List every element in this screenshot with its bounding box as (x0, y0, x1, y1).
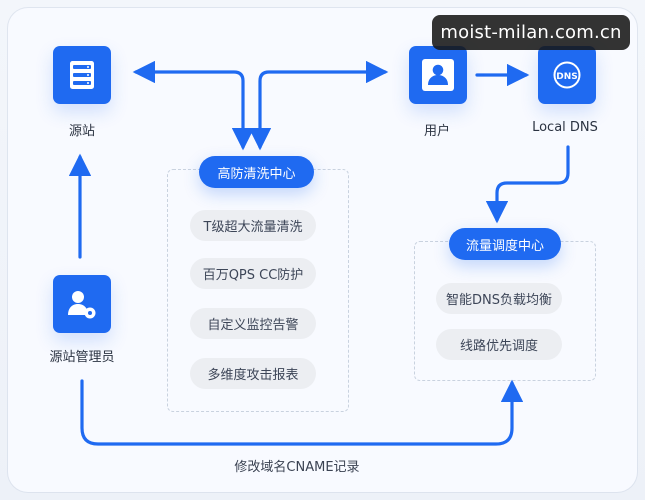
admin-icon (68, 291, 96, 319)
admin-label: 源站管理员 (49, 350, 115, 365)
protection-feature-1: T级超大流量清洗 (190, 210, 316, 241)
origin-node[interactable] (53, 46, 111, 104)
protection-feature-4: 多维度攻击报表 (190, 358, 316, 389)
cname-record-label: 修改域名CNAME记录 (234, 460, 360, 475)
protection-feature-2: 百万QPS CC防护 (190, 258, 316, 289)
protection-feature-3: 自定义监控告警 (190, 308, 316, 339)
dns-icon: DNS (553, 61, 581, 89)
scheduling-center-pill[interactable]: 流量调度中心 (449, 228, 561, 260)
link-admin-cname (80, 379, 524, 446)
watermark: moist-milan.com.cn (432, 15, 630, 50)
scheduling-feature-2: 线路优先调度 (436, 329, 562, 360)
origin-label: 源站 (68, 124, 96, 139)
user-icon (422, 59, 454, 91)
dns-label: Local DNS (532, 120, 598, 135)
admin-node[interactable] (53, 275, 111, 333)
link-dns-scheduling (485, 145, 570, 224)
user-label: 用户 (423, 124, 451, 139)
link-origin-protection (132, 60, 255, 151)
link-user-protection (248, 60, 389, 151)
server-icon (70, 61, 94, 89)
protection-center-pill[interactable]: 高防清洗中心 (199, 156, 314, 188)
dns-node[interactable]: DNS (538, 46, 596, 104)
user-node[interactable] (409, 46, 467, 104)
svg-text:DNS: DNS (556, 72, 578, 82)
scheduling-feature-1: 智能DNS负载均衡 (436, 283, 562, 314)
